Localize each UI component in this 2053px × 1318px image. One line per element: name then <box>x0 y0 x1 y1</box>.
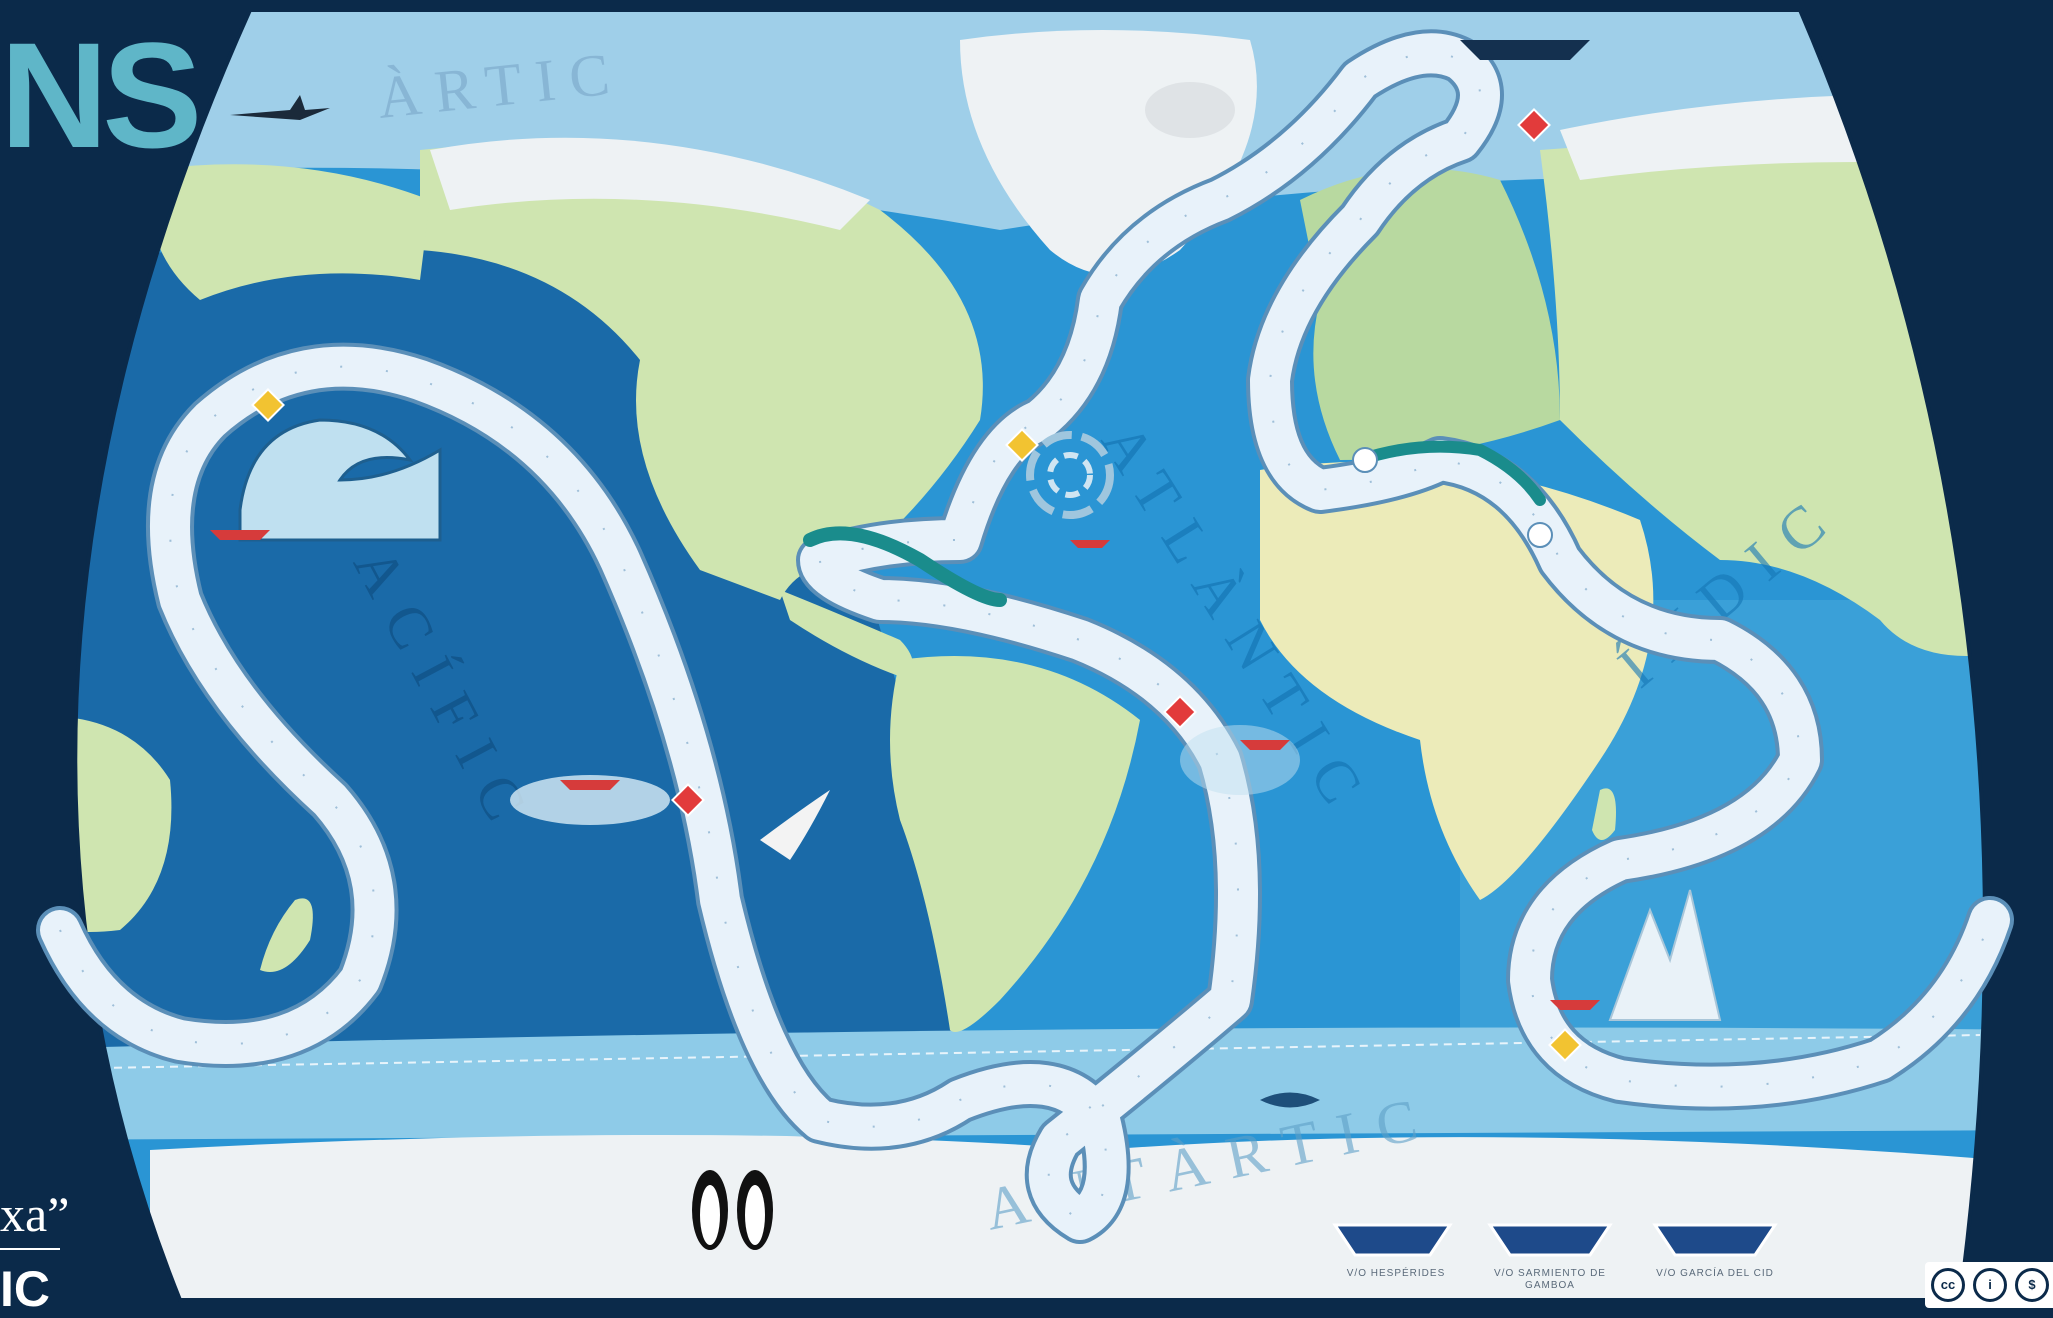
hazard-sign-icon[interactable] <box>1548 1028 1582 1062</box>
plane-icon <box>230 95 330 120</box>
caribbean-section <box>803 526 1007 607</box>
hazard-sign-icon[interactable] <box>671 783 705 817</box>
cc-icon: cc <box>1931 1268 1965 1302</box>
legend-label-garcia: V/O GARCÍA DEL CID <box>1656 1268 1774 1279</box>
legend-label-hesperides: V/O HESPÉRIDES <box>1346 1268 1446 1279</box>
research-ship-icon <box>210 40 1600 1010</box>
by-icon: i <box>1973 1268 2007 1302</box>
legend-label-sarmiento: V/O SARMIENTO DE GAMBOA <box>1494 1268 1606 1291</box>
hazard-sign-icon[interactable] <box>1517 108 1551 142</box>
legend-ship-icon <box>1332 1223 1778 1257</box>
polar-bear-icon <box>1145 82 1235 138</box>
license-badge[interactable]: cc i $ <box>1925 1262 2053 1308</box>
albatross-icon <box>760 790 830 860</box>
side-divider <box>0 1248 60 1250</box>
whale-icon <box>1260 1092 1320 1108</box>
hazard-sign-icon[interactable] <box>1527 522 1553 548</box>
game-title: NS <box>0 11 202 179</box>
iceberg-icon <box>1608 889 1722 1021</box>
mediterranean-section <box>1354 440 1546 506</box>
wave-icon <box>238 418 442 542</box>
hurricane-icon <box>1026 431 1114 519</box>
nc-icon: $ <box>2015 1268 2049 1302</box>
hazard-sign-icon[interactable] <box>1352 447 1378 473</box>
hazard-sign-icon[interactable] <box>1005 428 1039 462</box>
penguin-icon <box>692 1170 773 1250</box>
side-text-quote: xa” <box>0 1186 70 1242</box>
side-text-ic: IC <box>0 1261 50 1317</box>
hazard-sign-icon[interactable] <box>1163 695 1197 729</box>
board-path <box>36 29 2014 1244</box>
hazard-sign-icon[interactable] <box>251 388 285 422</box>
